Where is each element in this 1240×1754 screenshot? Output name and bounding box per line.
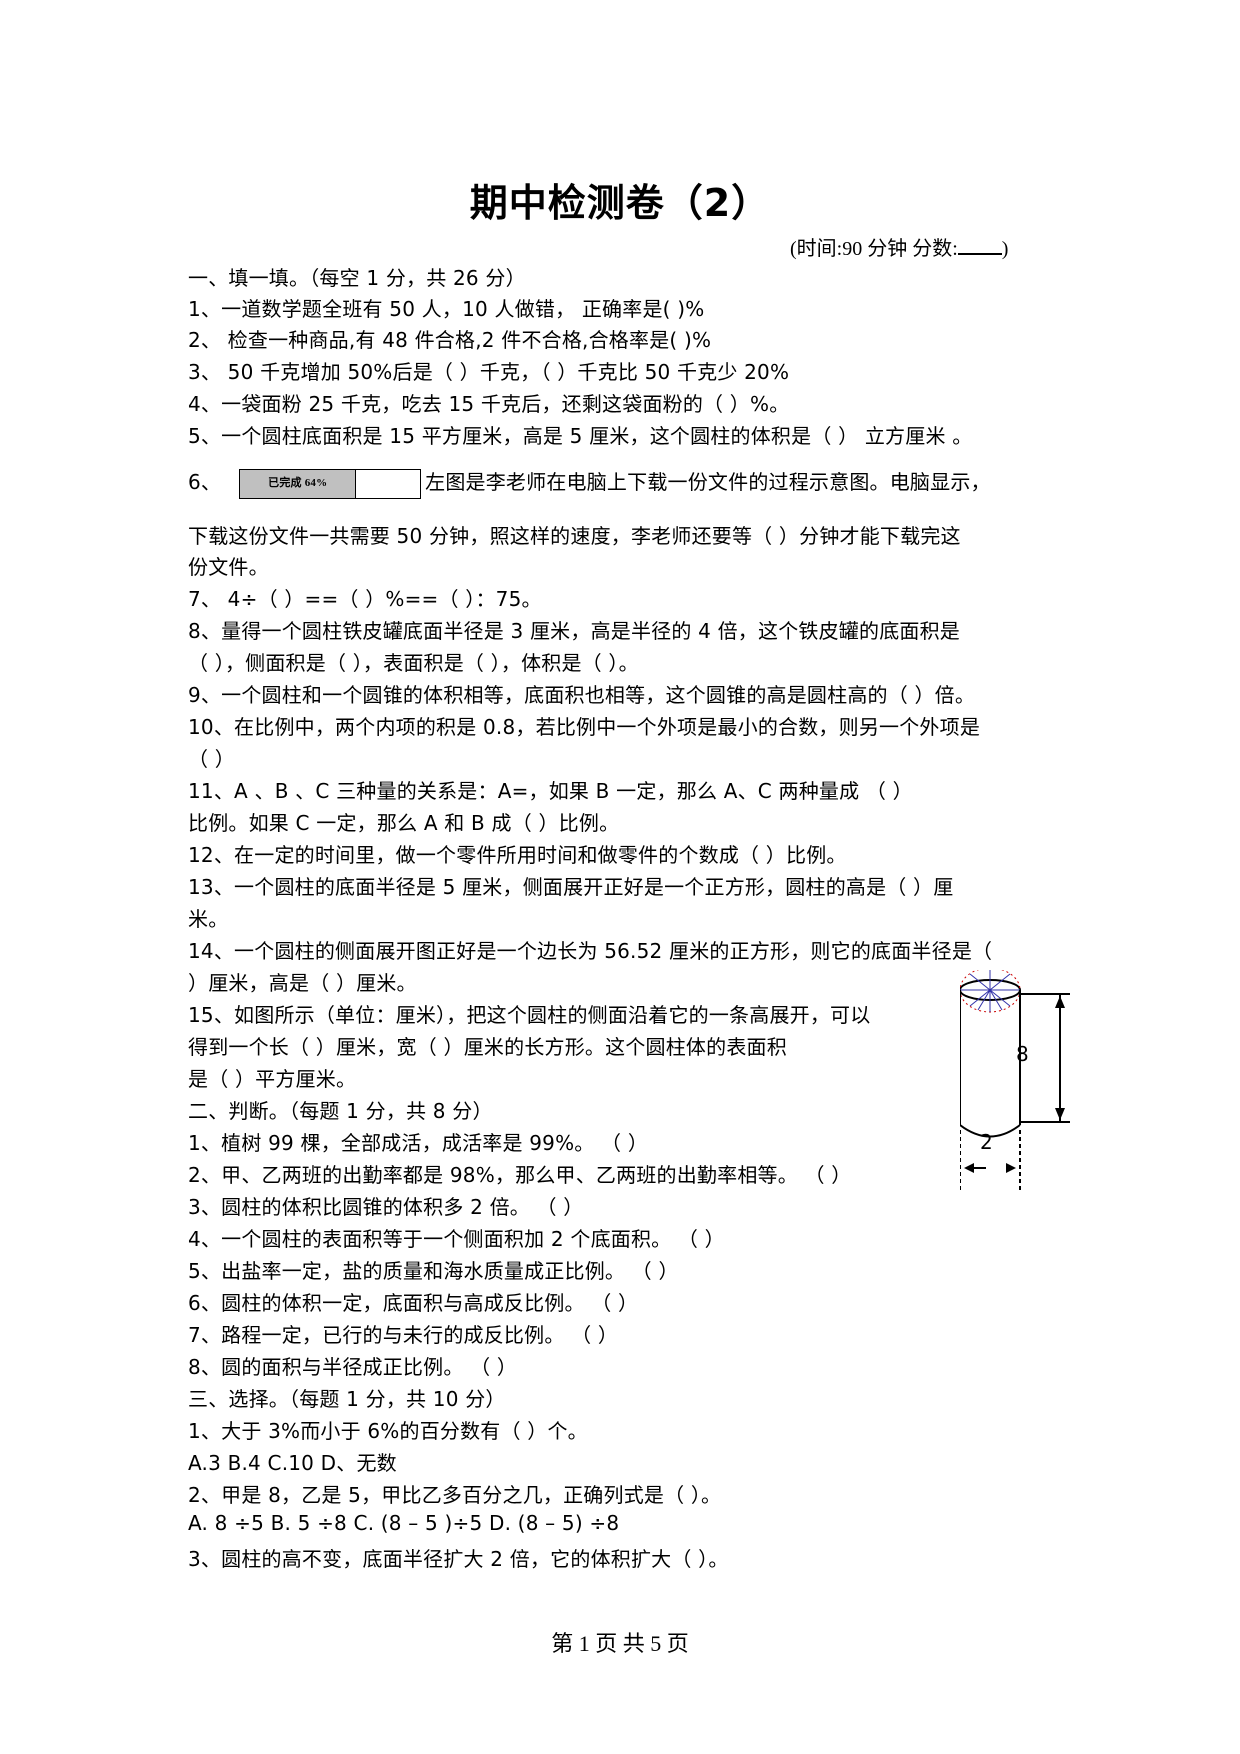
question-1-15-line1: 15、如图所示（单位：厘米），把这个圆柱的侧面沿着它的一条高展开，可以	[188, 1003, 871, 1027]
question-1-13-line2: 米。	[188, 907, 229, 931]
choice-3: 3、圆柱的高不变，底面半径扩大 2 倍，它的体积扩大（ ）。	[188, 1547, 729, 1571]
page-footer: 第 1 页 共 5 页	[551, 1631, 689, 1656]
score-blank	[957, 235, 1002, 255]
diameter-label: 2	[980, 1130, 993, 1154]
question-1-11-line1: 11、A 、B 、C 三种量的关系是：A=，如果 B 一定，那么 A、C 两种量…	[188, 779, 913, 803]
judge-6: 6、圆柱的体积一定，底面积与高成反比例。 （ ）	[188, 1291, 639, 1315]
question-1-12: 12、在一定的时间里，做一个零件所用时间和做零件的个数成（ ）比例。	[188, 843, 847, 867]
question-1-15-line3: 是（ ）平方厘米。	[188, 1067, 357, 1091]
choice-1-options: A.3 B.4 C.10 D、无数	[188, 1451, 397, 1475]
question-1-2: 2、 检查一种商品,有 48 件合格,2 件不合格,合格率是( )%	[188, 328, 712, 352]
choice-1: 1、大于 3%而小于 6%的百分数有（ ）个。	[188, 1419, 588, 1443]
question-1-5: 5、一个圆柱底面积是 15 平方厘米，高是 5 厘米，这个圆柱的体积是（ ） 立…	[188, 424, 973, 448]
question-1-10-line2: （ ）	[188, 747, 235, 771]
judge-8: 8、圆的面积与半径成正比例。 （ ）	[188, 1355, 518, 1379]
section3-heading: 三、选择。（每题 1 分，共 10 分）	[188, 1387, 506, 1411]
question-1-8-line1: 8、量得一个圆柱铁皮罐底面半径是 3 厘米，高是半径的 4 倍，这个铁皮罐的底面…	[188, 619, 961, 643]
question-1-15-line2: 得到一个长（ ）厘米，宽（ ）厘米的长方形。这个圆柱体的表面积	[188, 1035, 787, 1059]
question-1-13-line1: 13、一个圆柱的底面半径是 5 厘米，侧面展开正好是一个正方形，圆柱的高是（ ）…	[188, 875, 954, 899]
section2-heading: 二、判断。（每题 1 分，共 8 分）	[188, 1099, 493, 1123]
question-1-6-number: 6、	[188, 470, 222, 494]
exam-meta: (时间:90 分钟 分数:)	[790, 232, 1008, 261]
question-1-3: 3、 50 千克增加 50%后是（ ）千克，（ ）千克比 50 千克少 20%	[188, 360, 790, 384]
question-1-7: 7、 4÷（ ）==（ ）%==（ ）：75。	[188, 587, 542, 611]
question-1-9: 9、一个圆柱和一个圆锥的体积相等，底面积也相等，这个圆锥的高是圆柱高的（ ）倍。	[188, 683, 976, 707]
judge-2: 2、甲、乙两班的出勤率都是 98%，那么甲、乙两班的出勤率相等。 （ ）	[188, 1163, 852, 1187]
judge-3: 3、圆柱的体积比圆锥的体积多 2 倍。 （ ）	[188, 1195, 584, 1219]
question-1-4: 4、一袋面粉 25 千克，吃去 15 千克后，还剩这袋面粉的（ ）%。	[188, 392, 790, 416]
question-1-10-line1: 10、在比例中，两个内项的积是 0.8，若比例中一个外项是最小的合数，则另一个外…	[188, 715, 981, 739]
download-progress-bar: 已完成 64%	[239, 468, 422, 499]
judge-1: 1、植树 99 棵，全部成活，成活率是 99%。 （ ）	[188, 1131, 649, 1155]
judge-4: 4、一个圆柱的表面积等于一个侧面积加 2 个底面积。 （ ）	[188, 1227, 725, 1251]
section1-heading: 一、填一填。（每空 1 分，共 26 分）	[188, 266, 526, 290]
download-progress-fill: 已完成 64%	[240, 469, 357, 498]
cylinder-icon	[959, 967, 1070, 1190]
judge-7: 7、路程一定，已行的与未行的成反比例。 （ ）	[188, 1323, 619, 1347]
page-title: 期中检测卷（2）	[469, 181, 771, 225]
question-1-6-text: 左图是李老师在电脑上下载一份文件的过程示意图。电脑显示，	[425, 470, 991, 494]
question-1-14-line2: ）厘米，高是（ ）厘米。	[188, 971, 417, 995]
height-label: 8	[1016, 1042, 1029, 1066]
cylinder-diagram: 8 2	[959, 967, 1080, 1190]
choice-2-options: A. 8 ÷5 B. 5 ÷8 C. (8 – 5 )÷5 D. (8 – 5)…	[188, 1511, 620, 1535]
exam-time-score: (时间:90 分钟 分数:	[790, 238, 958, 260]
question-1-11-line2: 比例。如果 C 一定，那么 A 和 B 成（ ）比例。	[188, 811, 620, 835]
judge-5: 5、出盐率一定，盐的质量和海水质量成正比例。 （ ）	[188, 1259, 679, 1283]
question-1-1: 1、一道数学题全班有 50 人，10 人做错， 正确率是( )%	[188, 297, 705, 321]
meta-close: )	[1001, 238, 1009, 260]
question-1-14-line1: 14、一个圆柱的侧面展开图正好是一个边长为 56.52 厘米的正方形，则它的底面…	[188, 939, 993, 963]
question-1-6-line2: 下载这份文件一共需要 50 分钟，照这样的速度，李老师还要等（ ）分钟才能下载完…	[188, 524, 961, 548]
question-1-6: 6、已完成 64% 左图是李老师在电脑上下载一份文件的过程示意图。电脑显示，	[188, 466, 991, 499]
question-1-6-line3: 份文件。	[188, 555, 269, 579]
choice-2: 2、甲是 8，乙是 5，甲比乙多百分之几，正确列式是（ ）。	[188, 1483, 722, 1507]
question-1-8-line2: （ ），侧面积是（ ），表面积是（ ），体积是（ ）。	[188, 651, 639, 675]
